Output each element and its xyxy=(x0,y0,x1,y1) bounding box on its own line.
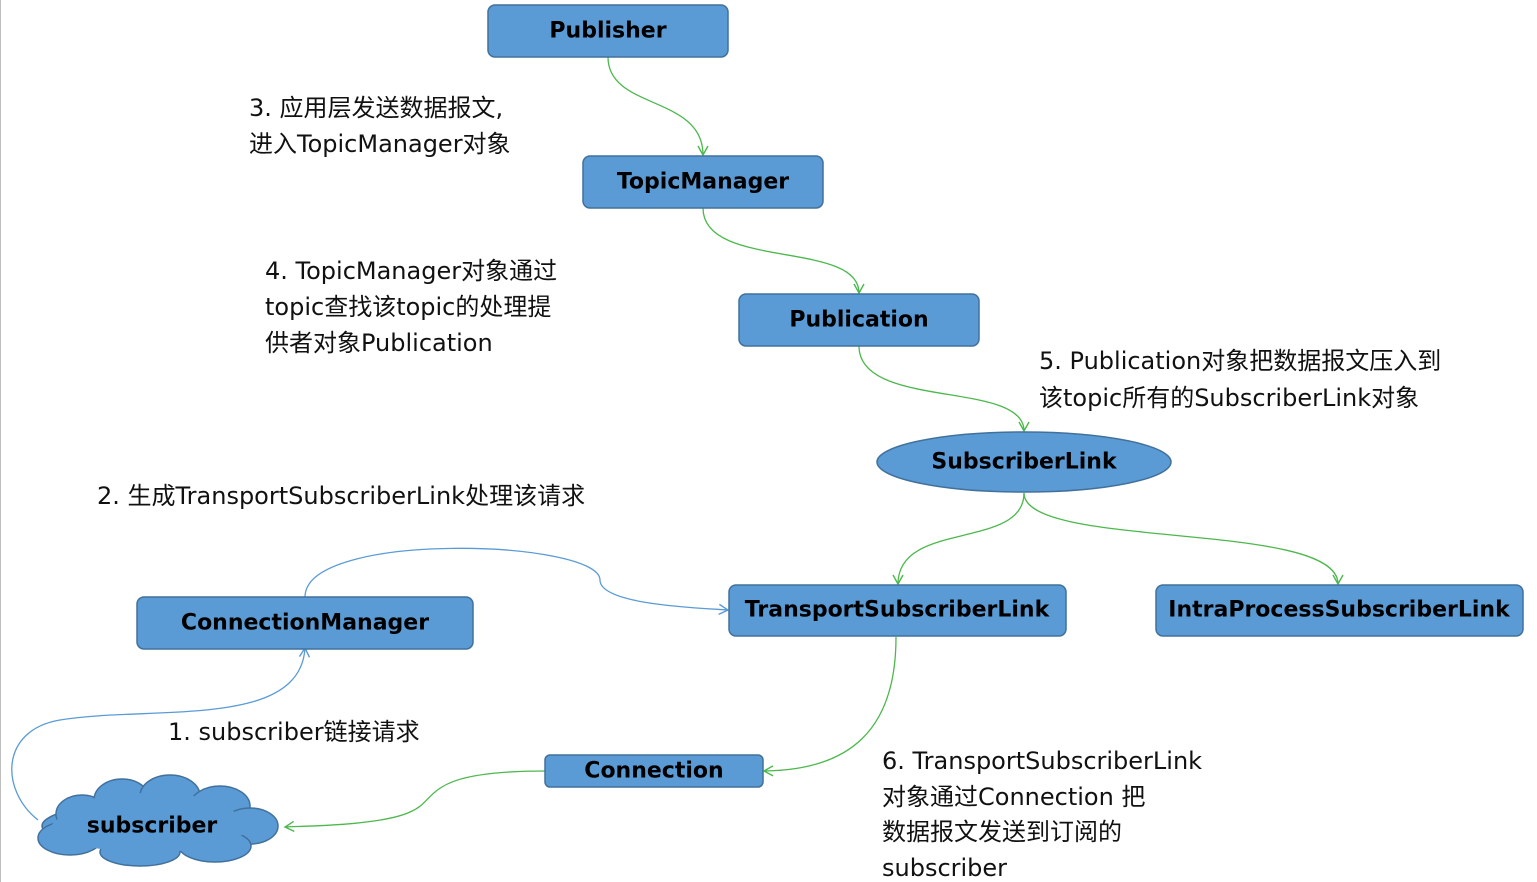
note-step6: 6. TransportSubscriberLink 对象通过Connectio… xyxy=(882,747,1210,882)
edge-subscriberlink-to-transportsubscriberlink xyxy=(892,492,1025,586)
note-step1: 1. subscriber链接请求 xyxy=(168,718,420,746)
node-intraprocesssubscriberlink-label: IntraProcessSubscriberLink xyxy=(1168,598,1511,623)
edge-publication-to-subscriberlink xyxy=(858,345,1030,433)
edge-connection-to-subscriber xyxy=(283,770,546,833)
node-connectionmanager-label: ConnectionManager xyxy=(181,611,429,636)
edge-subscriberlink-to-intraprocesssubscriberlink xyxy=(1023,492,1344,586)
node-connection-label: Connection xyxy=(584,759,723,784)
note-step1-line1: 1. subscriber链接请求 xyxy=(168,718,420,746)
node-publication-label: Publication xyxy=(789,308,928,333)
note-step4: 4. TopicManager对象通过 topic查找该topic的处理提 供者… xyxy=(265,257,565,357)
node-subscriberlink-label: SubscriberLink xyxy=(931,450,1118,475)
note-step2: 2. 生成TransportSubscriberLink处理该请求 xyxy=(97,482,585,510)
note-step4-line2: topic查找该topic的处理提 xyxy=(265,293,551,321)
node-subscriber-cloud: subscriber xyxy=(37,774,279,867)
edge-transportsubscriberlink-to-connection xyxy=(762,636,897,777)
note-step5-line2: 该topic所有的SubscriberLink对象 xyxy=(1039,384,1419,412)
note-step6-line4: subscriber xyxy=(882,854,1007,882)
note-step6-line3: 数据报文发送到订阅的 xyxy=(882,818,1122,846)
node-transportsubscriberlink-label: TransportSubscriberLink xyxy=(745,598,1051,623)
node-transportsubscriberlink: TransportSubscriberLink xyxy=(728,584,1067,637)
note-step5: 5. Publication对象把数据报文压入到 该topic所有的Subscr… xyxy=(1039,347,1449,412)
node-connectionmanager: ConnectionManager xyxy=(136,596,474,650)
node-subscriberlink: SubscriberLink xyxy=(876,431,1172,493)
node-subscriber-label: subscriber xyxy=(87,814,218,839)
note-step4-line3: 供者对象Publication xyxy=(265,329,493,357)
node-publication: Publication xyxy=(738,293,980,347)
note-step2-line1: 2. 生成TransportSubscriberLink处理该请求 xyxy=(97,482,585,510)
note-step3-line2: 进入TopicManager对象 xyxy=(249,130,511,158)
note-step6-line1: 6. TransportSubscriberLink xyxy=(882,747,1202,775)
node-topicmanager-label: TopicManager xyxy=(617,170,789,195)
note-step6-line2: 对象通过Connection 把 xyxy=(882,783,1145,811)
note-step5-line1: 5. Publication对象把数据报文压入到 xyxy=(1039,347,1441,375)
edge-topicmanager-to-publication xyxy=(702,207,865,295)
cloud-icon xyxy=(37,774,279,867)
edge-subscriber-to-connectionmanager xyxy=(11,646,311,821)
node-intraprocesssubscriberlink: IntraProcessSubscriberLink xyxy=(1155,584,1524,637)
node-publisher-label: Publisher xyxy=(549,19,666,44)
node-publisher: Publisher xyxy=(487,4,729,58)
note-step3: 3. 应用层发送数据报文, 进入TopicManager对象 xyxy=(249,94,511,158)
node-connection: Connection xyxy=(544,754,764,788)
note-step3-line1: 3. 应用层发送数据报文, xyxy=(249,94,503,122)
node-topicmanager: TopicManager xyxy=(582,155,824,209)
edge-connectionmanager-to-transportsubscriberlink xyxy=(304,547,730,615)
note-step4-line1: 4. TopicManager对象通过 xyxy=(265,257,557,285)
edge-publisher-to-topicmanager xyxy=(607,56,709,157)
